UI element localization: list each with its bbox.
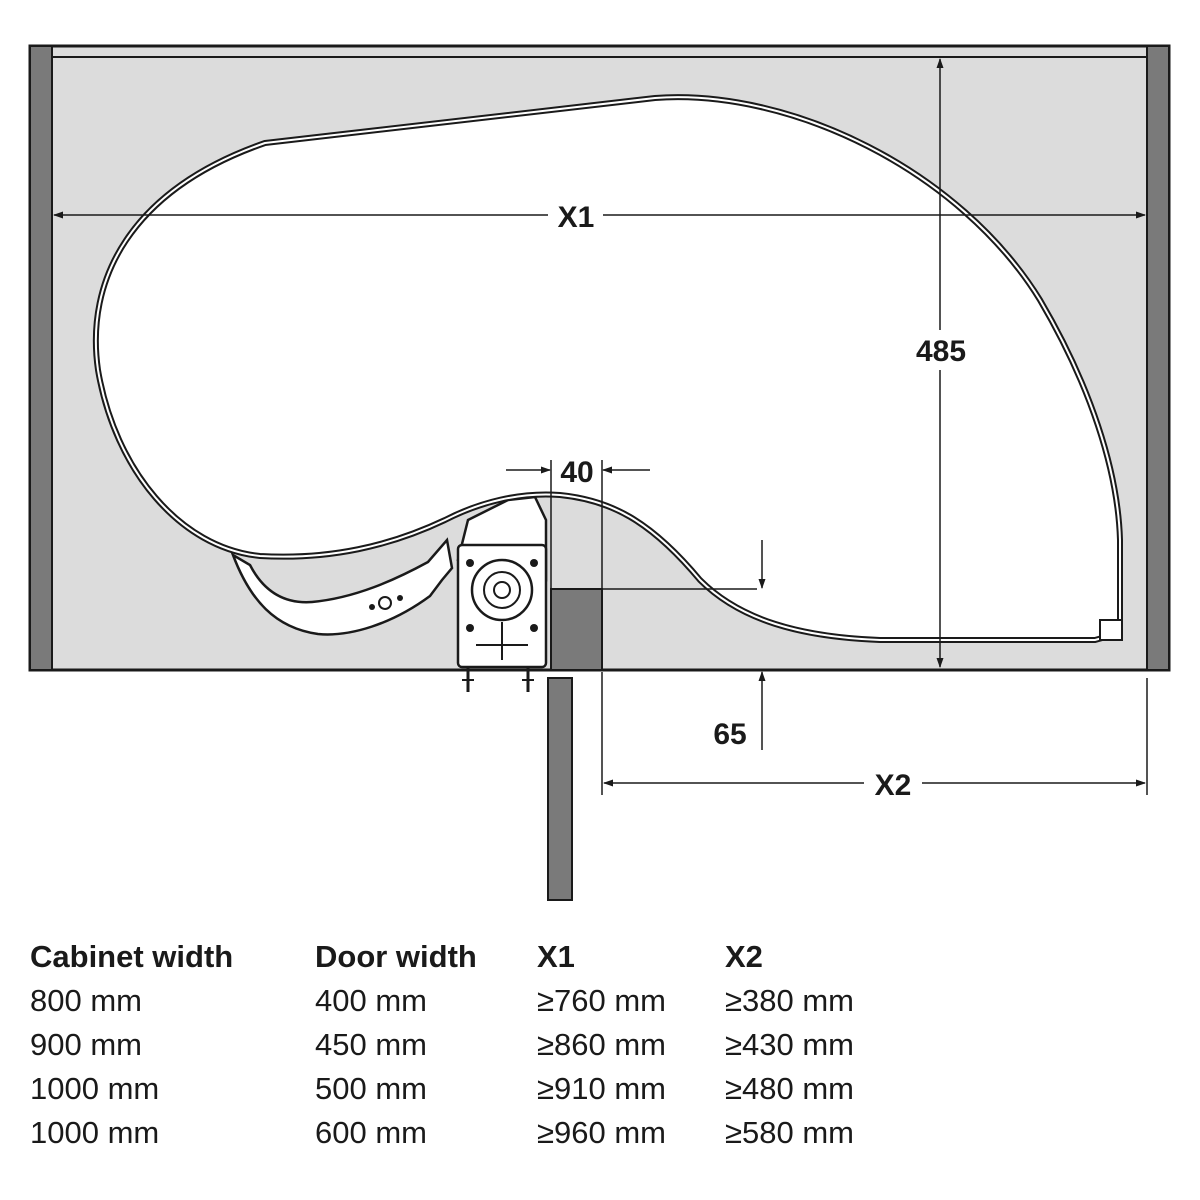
table-row: 900 mm 450 mm ≥860 mm ≥430 mm [30, 1023, 925, 1067]
header-x2: X2 [725, 939, 763, 974]
cell-x2: ≥480 mm [725, 1071, 854, 1106]
mounting-bracket [456, 543, 548, 692]
header-cabinet-width: Cabinet width [30, 939, 234, 974]
cell-x2: ≥430 mm [725, 1027, 854, 1062]
cell-cabinet-width: 1000 mm [30, 1071, 160, 1106]
cell-x1: ≥960 mm [537, 1115, 666, 1150]
cabinet-left-panel [29, 45, 53, 671]
header-x1: X1 [537, 939, 575, 974]
cell-door-width: 400 mm [315, 983, 427, 1018]
table-header-row: Cabinet width Door width X1 X2 [30, 935, 925, 979]
cell-x1: ≥910 mm [537, 1071, 666, 1106]
x2-label: X2 [875, 769, 912, 802]
x1-label: X1 [558, 201, 595, 234]
cell-cabinet-width: 800 mm [30, 983, 142, 1018]
gap-label: 40 [560, 456, 593, 489]
cell-x1: ≥760 mm [537, 983, 666, 1018]
cell-x1: ≥860 mm [537, 1027, 666, 1062]
fixed-panel-section [550, 588, 603, 671]
depth-label: 485 [916, 335, 966, 368]
dimension-spec-table: Cabinet width Door width X1 X2 800 mm 40… [30, 935, 925, 1155]
cabinet-door [547, 677, 573, 901]
corner-cabinet-diagram: X1 485 40 65 X2 [28, 44, 1171, 901]
cell-door-width: 600 mm [315, 1115, 427, 1150]
offset-label: 65 [713, 718, 746, 751]
cell-door-width: 450 mm [315, 1027, 427, 1062]
cell-x2: ≥380 mm [725, 983, 854, 1018]
cell-x2: ≥580 mm [725, 1115, 854, 1150]
table-row: 800 mm 400 mm ≥760 mm ≥380 mm [30, 979, 925, 1023]
cell-door-width: 500 mm [315, 1071, 427, 1106]
cabinet-right-panel [1146, 45, 1170, 671]
table-row: 1000 mm 600 mm ≥960 mm ≥580 mm [30, 1111, 925, 1155]
cell-cabinet-width: 900 mm [30, 1027, 142, 1062]
table-row: 1000 mm 500 mm ≥910 mm ≥480 mm [30, 1067, 925, 1111]
cell-cabinet-width: 1000 mm [30, 1115, 160, 1150]
swing-arm [230, 537, 454, 636]
header-door-width: Door width [315, 939, 477, 974]
